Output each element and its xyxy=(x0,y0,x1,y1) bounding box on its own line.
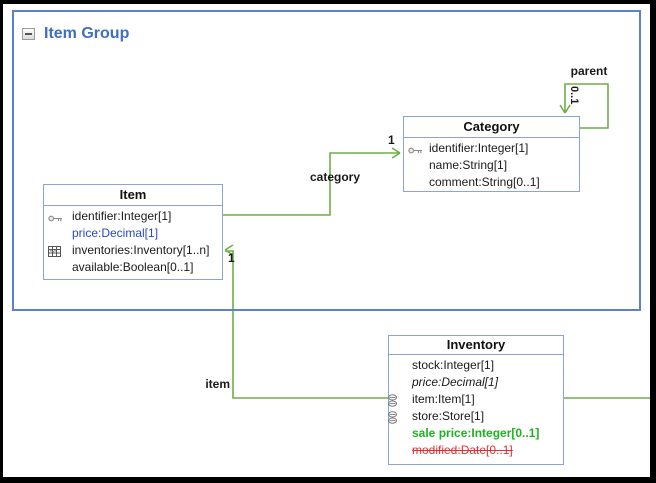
attribute-text: price:Decimal[1] xyxy=(72,226,159,240)
class-category[interactable]: Category identifier:Integer[1] name:Stri… xyxy=(403,116,580,192)
frame-border xyxy=(0,0,3,483)
edge-multiplicity-parent[interactable]: 0..1 xyxy=(568,86,580,105)
class-item-title: Item xyxy=(44,185,222,206)
attribute-row[interactable]: item:Item[1] xyxy=(388,391,563,408)
class-category-attributes: identifier:Integer[1] name:String[1] com… xyxy=(404,138,579,191)
attribute-text: sale price:Integer[0..1] xyxy=(412,426,540,440)
attribute-row[interactable]: inventories:Inventory[1..n] xyxy=(44,242,222,259)
edge-item[interactable] xyxy=(224,244,388,399)
container-title: Item Group xyxy=(44,25,130,42)
frame-border xyxy=(0,0,656,4)
edge-multiplicity-category[interactable]: 1 xyxy=(388,133,395,147)
attribute-row[interactable]: available:Boolean[0..1] xyxy=(44,259,222,276)
attribute-text: store:Store[1] xyxy=(412,409,485,423)
attribute-text: modified:Date[0..1] xyxy=(412,443,513,457)
class-item-attributes: identifier:Integer[1] price:Decimal[1] i… xyxy=(44,206,222,276)
key-icon xyxy=(48,211,63,228)
containment-table-icon xyxy=(48,245,61,262)
attribute-row[interactable]: name:String[1] xyxy=(404,157,579,174)
attribute-row[interactable]: price:Decimal[1] xyxy=(389,374,563,391)
minus-icon xyxy=(25,33,32,35)
attribute-row[interactable]: identifier:Integer[1] xyxy=(404,140,579,157)
attribute-text: inventories:Inventory[1..n] xyxy=(72,243,210,257)
edge-parent-self-loop[interactable] xyxy=(559,83,609,129)
reference-icon xyxy=(387,411,398,429)
attribute-row[interactable]: comment:String[0..1] xyxy=(404,174,579,191)
attribute-text: comment:String[0..1] xyxy=(429,175,540,189)
collapse-toggle-button[interactable] xyxy=(22,28,35,40)
class-item[interactable]: Item identifier:Integer[1] price:Decimal… xyxy=(43,184,223,280)
attribute-row[interactable]: sale price:Integer[0..1] xyxy=(389,425,563,442)
edge-label-parent[interactable]: parent xyxy=(570,64,608,78)
frame-border xyxy=(650,0,656,483)
edge-category[interactable] xyxy=(222,147,401,216)
attribute-text: name:String[1] xyxy=(429,158,508,172)
attribute-row[interactable]: identifier:Integer[1] xyxy=(44,208,222,225)
key-icon xyxy=(408,143,423,160)
attribute-row[interactable]: modified:Date[0..1] xyxy=(389,442,563,459)
attribute-row[interactable]: store:Store[1] xyxy=(388,408,563,425)
attribute-text: available:Boolean[0..1] xyxy=(72,260,194,274)
attribute-text: stock:Integer[1] xyxy=(412,358,495,372)
edge-multiplicity-item[interactable]: 1 xyxy=(228,251,235,265)
container-header: Item Group xyxy=(22,25,129,43)
class-category-title: Category xyxy=(404,117,579,138)
attribute-text: price:Decimal[1] xyxy=(412,375,499,389)
container-item-group[interactable]: Item Group xyxy=(12,10,641,311)
reference-icon xyxy=(387,394,398,412)
attribute-text: identifier:Integer[1] xyxy=(72,209,172,223)
attribute-row[interactable]: price:Decimal[1] xyxy=(44,225,222,242)
class-inventory[interactable]: Inventory stock:Integer[1] price:Decimal… xyxy=(388,335,564,465)
attribute-row[interactable]: stock:Integer[1] xyxy=(389,357,563,374)
attribute-text: item:Item[1] xyxy=(412,392,475,406)
edge-label-item[interactable]: item xyxy=(205,377,230,391)
class-inventory-attributes: stock:Integer[1] price:Decimal[1] item:I… xyxy=(388,355,563,459)
edge-label-category[interactable]: category xyxy=(309,170,361,184)
class-inventory-title: Inventory xyxy=(389,336,563,355)
attribute-text: identifier:Integer[1] xyxy=(429,141,529,155)
frame-border xyxy=(0,477,656,483)
